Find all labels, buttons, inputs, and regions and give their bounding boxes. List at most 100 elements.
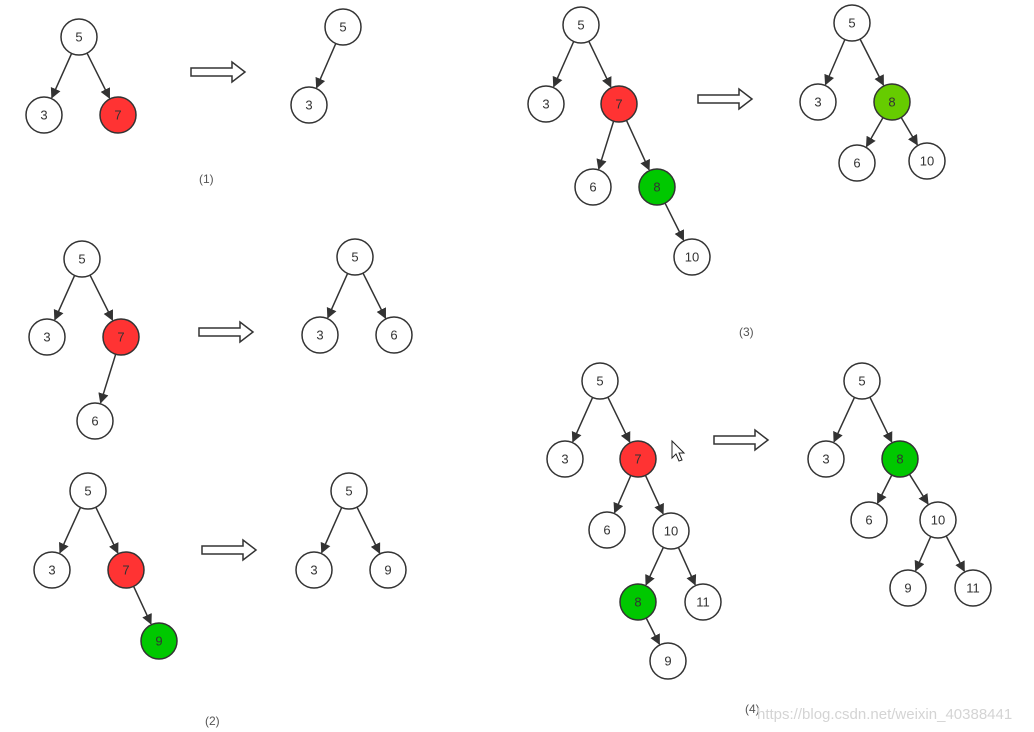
node-label: 9 <box>904 581 911 596</box>
tree-edge <box>571 397 594 443</box>
node-label: 10 <box>920 154 934 169</box>
node-circle <box>99 96 137 134</box>
transform-arrow-icon <box>198 320 255 344</box>
node-label: 5 <box>858 374 865 389</box>
node-label: 8 <box>634 595 641 610</box>
node-circle <box>600 85 638 123</box>
tree-node: 5 <box>833 4 871 42</box>
tree-edge <box>552 41 575 88</box>
node-circle <box>954 569 992 607</box>
tree-edge <box>86 52 111 99</box>
node-label: 7 <box>122 563 129 578</box>
node-circle <box>673 238 711 276</box>
node-circle <box>324 8 362 46</box>
tree-node: 6 <box>76 402 114 440</box>
node-circle <box>33 551 71 589</box>
node-circle <box>873 83 911 121</box>
node-label: 3 <box>310 563 317 578</box>
tree-edge <box>95 506 119 554</box>
node-label: 3 <box>814 95 821 110</box>
node-label: 3 <box>48 563 55 578</box>
tree-node: 6 <box>588 511 626 549</box>
node-circle <box>838 144 876 182</box>
tree-edge <box>326 273 349 319</box>
tree-node: 3 <box>290 86 328 124</box>
node-circle <box>69 472 107 510</box>
node-circle <box>833 4 871 42</box>
tree-edge <box>859 38 885 86</box>
caption-4: (4) <box>745 702 760 716</box>
tree-edge <box>869 396 893 443</box>
node-circle <box>843 362 881 400</box>
node-label: 6 <box>865 513 872 528</box>
tree-edge <box>914 536 932 572</box>
node-label: 5 <box>339 20 346 35</box>
tree-node: 5 <box>69 472 107 510</box>
node-label: 6 <box>603 523 610 538</box>
node-circle <box>25 96 63 134</box>
node-label: 5 <box>351 250 358 265</box>
node-circle <box>295 551 333 589</box>
tree-node: 5 <box>60 18 98 56</box>
node-label: 3 <box>822 452 829 467</box>
node-circle <box>619 583 657 621</box>
node-circle <box>889 569 927 607</box>
node-circle <box>574 168 612 206</box>
caption-1: (1) <box>199 172 214 186</box>
node-circle <box>652 512 690 550</box>
tree-node: 9 <box>140 622 178 660</box>
tree-node: 3 <box>799 83 837 121</box>
node-circle <box>546 440 584 478</box>
node-label: 3 <box>40 108 47 123</box>
tree-node: 9 <box>369 551 407 589</box>
tree-node: 3 <box>546 440 584 478</box>
tree-node: 5 <box>63 240 101 278</box>
node-circle <box>799 83 837 121</box>
tree-node: 3 <box>807 440 845 478</box>
tree-node: 3 <box>28 318 66 356</box>
tree-edge <box>59 507 82 554</box>
tree-edge <box>945 535 965 573</box>
tree-edge <box>607 396 631 443</box>
node-circle <box>684 583 722 621</box>
tree-node: 11 <box>684 583 722 621</box>
node-circle <box>63 240 101 278</box>
tree-edge <box>645 617 661 646</box>
node-label: 3 <box>43 330 50 345</box>
tree-edge <box>132 585 152 625</box>
tree-node: 5 <box>843 362 881 400</box>
tree-edge <box>677 547 697 586</box>
tree-edge <box>588 40 612 88</box>
node-circle <box>881 440 919 478</box>
tree-edge <box>89 274 114 321</box>
node-label: 10 <box>931 513 945 528</box>
node-circle <box>807 440 845 478</box>
tree-edge <box>645 546 665 586</box>
tree-edge <box>876 474 893 505</box>
tree-node: 3 <box>301 316 339 354</box>
tree-node: 3 <box>33 551 71 589</box>
node-circle <box>619 440 657 478</box>
tree-node: 5 <box>581 362 619 400</box>
tree-node: 6 <box>574 168 612 206</box>
tree-edge <box>865 117 884 148</box>
node-circle <box>850 501 888 539</box>
node-label: 7 <box>114 108 121 123</box>
node-circle <box>919 501 957 539</box>
tree-node: 11 <box>954 569 992 607</box>
tree-node: 7 <box>600 85 638 123</box>
tree-node: 5 <box>336 238 374 276</box>
node-circle <box>649 642 687 680</box>
node-label: 9 <box>384 563 391 578</box>
tree-edge <box>320 507 343 554</box>
node-label: 5 <box>848 16 855 31</box>
tree-node: 6 <box>375 316 413 354</box>
node-label: 9 <box>155 634 162 649</box>
tree-node: 10 <box>919 501 957 539</box>
tree-edge <box>98 353 117 404</box>
node-label: 8 <box>896 452 903 467</box>
tree-node: 5 <box>330 472 368 510</box>
tree-node: 8 <box>881 440 919 478</box>
tree-edge <box>625 120 650 171</box>
